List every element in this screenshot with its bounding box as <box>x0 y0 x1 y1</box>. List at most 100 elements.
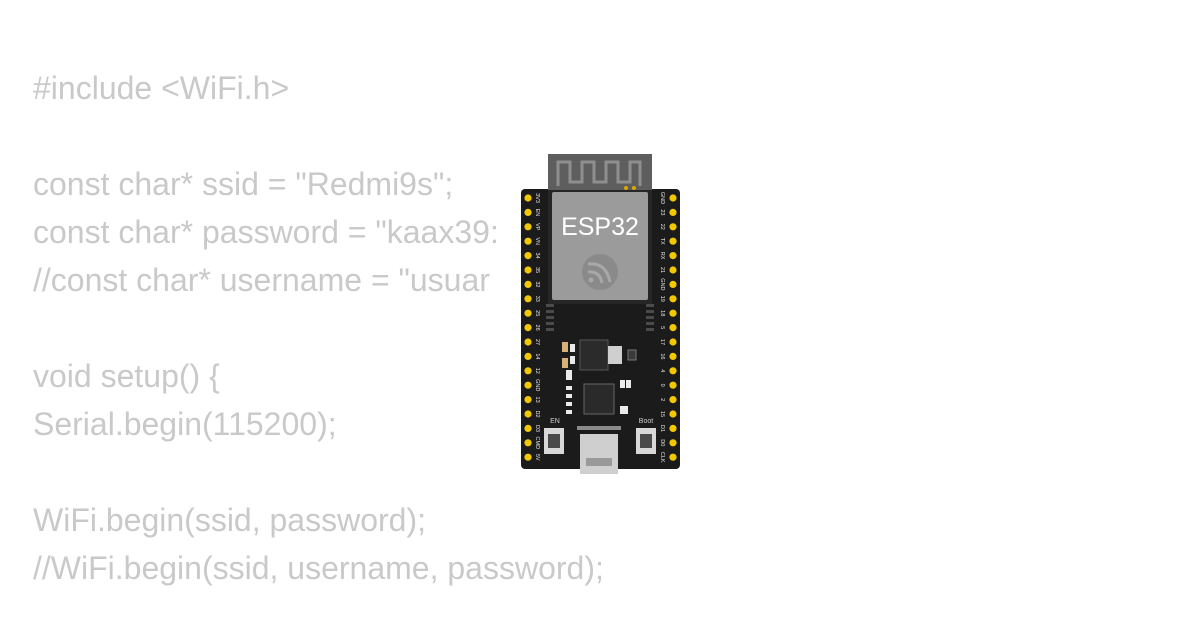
right-pin[interactable] <box>669 237 677 245</box>
left-pin-label: 14 <box>534 353 540 359</box>
right-pin-label: GND <box>659 192 665 204</box>
left-pin-label: 25 <box>534 310 540 316</box>
right-pin[interactable] <box>669 280 677 288</box>
left-pin-label: VP <box>534 223 540 231</box>
right-pin[interactable] <box>669 266 677 274</box>
right-pin-label: 23 <box>659 209 665 215</box>
right-pin[interactable] <box>669 252 677 260</box>
right-pin-label: D1 <box>659 425 665 432</box>
left-pin-label: EN <box>534 209 540 217</box>
module-label: ESP32 <box>561 213 639 241</box>
left-pin-label: VN <box>534 237 540 245</box>
left-pin-label: 12 <box>534 368 540 374</box>
left-pin[interactable] <box>524 338 532 346</box>
right-pin-label: 22 <box>659 224 665 230</box>
right-pin-label: 21 <box>659 267 665 273</box>
espressif-logo-icon <box>582 254 618 290</box>
right-pin[interactable] <box>669 367 677 375</box>
usb-uart-chip <box>583 383 615 415</box>
smd-component <box>566 370 572 380</box>
code-line-11: //WiFi.begin(ssid, username, password); <box>33 550 604 586</box>
right-pin-label: 4 <box>659 369 665 372</box>
left-pin-label: 5V <box>534 454 540 461</box>
right-pin[interactable] <box>669 424 677 432</box>
left-pin[interactable] <box>524 266 532 274</box>
right-pin-label: 0 <box>659 384 665 387</box>
module-pad-icon <box>632 186 636 190</box>
left-pin[interactable] <box>524 324 532 332</box>
right-pin-label: GND <box>659 278 665 290</box>
left-pin[interactable] <box>524 439 532 447</box>
boot-label: Boot <box>639 418 653 425</box>
right-pin-label: 16 <box>659 353 665 359</box>
voltage-regulator <box>579 339 609 371</box>
left-pin-label: 27 <box>534 339 540 345</box>
right-pin-label: 19 <box>659 296 665 302</box>
left-pin-label: 32 <box>534 281 540 287</box>
right-pin-label: 2 <box>659 398 665 401</box>
right-pin[interactable] <box>669 396 677 404</box>
left-pin[interactable] <box>524 367 532 375</box>
right-pin-label: 5 <box>659 326 665 329</box>
right-pin[interactable] <box>669 453 677 461</box>
smd-component <box>570 344 575 352</box>
right-pin-label: TX <box>659 238 665 245</box>
left-pin-label: D2 <box>534 410 540 417</box>
left-pin[interactable] <box>524 352 532 360</box>
left-pin[interactable] <box>524 208 532 216</box>
code-line-8: Serial.begin(115200); <box>33 406 337 442</box>
antenna-area <box>548 154 652 190</box>
right-pin[interactable] <box>669 324 677 332</box>
left-pin-label: CMD <box>534 437 540 450</box>
smd-component <box>570 356 575 364</box>
module-shield <box>552 192 648 300</box>
right-pin-label: CLK <box>659 452 665 463</box>
code-line-4: const char* password = "kaax39: <box>33 214 499 250</box>
left-pin-label: 34 <box>534 253 540 259</box>
left-pin[interactable] <box>524 309 532 317</box>
left-pin[interactable] <box>524 223 532 231</box>
left-pin-label: 26 <box>534 325 540 331</box>
right-pin[interactable] <box>669 223 677 231</box>
right-pin[interactable] <box>669 194 677 202</box>
code-line-3: const char* ssid = "Redmi9s"; <box>33 166 454 202</box>
left-pin-label: 35 <box>534 267 540 273</box>
left-pin[interactable] <box>524 396 532 404</box>
right-pin[interactable] <box>669 295 677 303</box>
smd-component <box>566 380 631 414</box>
left-pin[interactable] <box>524 252 532 260</box>
en-button[interactable] <box>544 428 564 454</box>
left-pin[interactable] <box>524 295 532 303</box>
right-pin[interactable] <box>669 208 677 216</box>
right-pin-label: 15 <box>659 411 665 417</box>
left-pin[interactable] <box>524 424 532 432</box>
boot-button[interactable] <box>636 428 656 454</box>
left-pin[interactable] <box>524 237 532 245</box>
left-pin-label: GND <box>534 379 540 391</box>
led-icon <box>562 342 568 352</box>
right-pin[interactable] <box>669 309 677 317</box>
left-pin-label: 33 <box>534 296 540 302</box>
right-pin[interactable] <box>669 439 677 447</box>
right-pin[interactable] <box>669 381 677 389</box>
code-line-10: WiFi.begin(ssid, password); <box>33 502 426 538</box>
right-pin[interactable] <box>669 338 677 346</box>
regulator-tab <box>608 346 622 364</box>
right-pin[interactable] <box>669 410 677 418</box>
right-pin[interactable] <box>669 352 677 360</box>
left-pin[interactable] <box>524 381 532 389</box>
left-pin-label: 3V3 <box>534 193 540 203</box>
code-line-5: //const char* username = "usuar <box>33 262 490 298</box>
left-pin-label: D3 <box>534 425 540 432</box>
code-line-7: void setup() { <box>33 358 220 394</box>
left-pin[interactable] <box>524 410 532 418</box>
en-label: EN <box>550 418 560 425</box>
right-pin-label: 18 <box>659 310 665 316</box>
left-pin-label: 13 <box>534 397 540 403</box>
left-pin[interactable] <box>524 280 532 288</box>
left-pin[interactable] <box>524 453 532 461</box>
esp32-devkit-board: ESP32 E <box>521 154 680 474</box>
left-pin[interactable] <box>524 194 532 202</box>
